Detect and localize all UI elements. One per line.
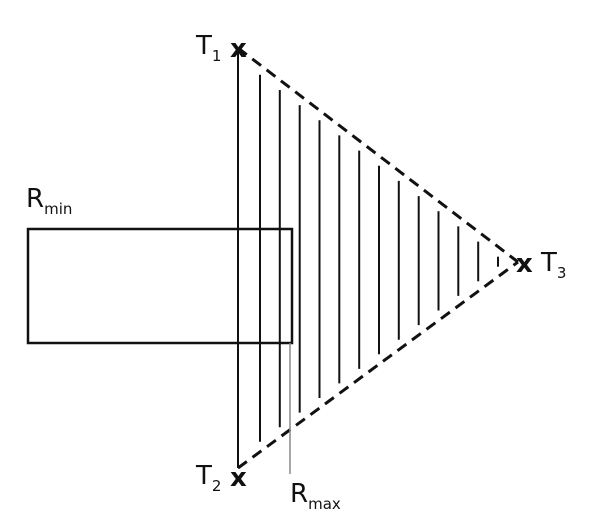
label-t1: T1: [195, 31, 221, 65]
label-rmax: Rmax: [290, 479, 341, 513]
label-rmin-sub: min: [44, 200, 72, 218]
label-t1-sub: 1: [212, 47, 222, 65]
label-t2-sub: 2: [212, 477, 222, 495]
label-t1-main: T: [195, 31, 212, 61]
edge-t2-t3-dashed: [237, 260, 519, 470]
vertex-t1-mark: x: [230, 34, 247, 64]
edge-t1-t3-dashed: [237, 46, 519, 264]
label-rmin-main: R: [26, 184, 44, 214]
label-rmax-sub: max: [308, 495, 341, 513]
label-rmax-main: R: [290, 479, 308, 509]
label-t3-sub: 3: [557, 264, 567, 282]
label-rmin: Rmin: [26, 184, 72, 218]
vertex-t2-mark: x: [230, 463, 247, 493]
rectangle-r: [26, 227, 294, 345]
label-t2-main: T: [195, 461, 212, 491]
label-t2: T2: [195, 461, 221, 495]
label-t3-main: T: [540, 248, 557, 278]
label-t3: T3: [540, 248, 566, 282]
hatching-lines: [259, 74, 499, 442]
vertex-t3-mark: x: [516, 249, 533, 279]
